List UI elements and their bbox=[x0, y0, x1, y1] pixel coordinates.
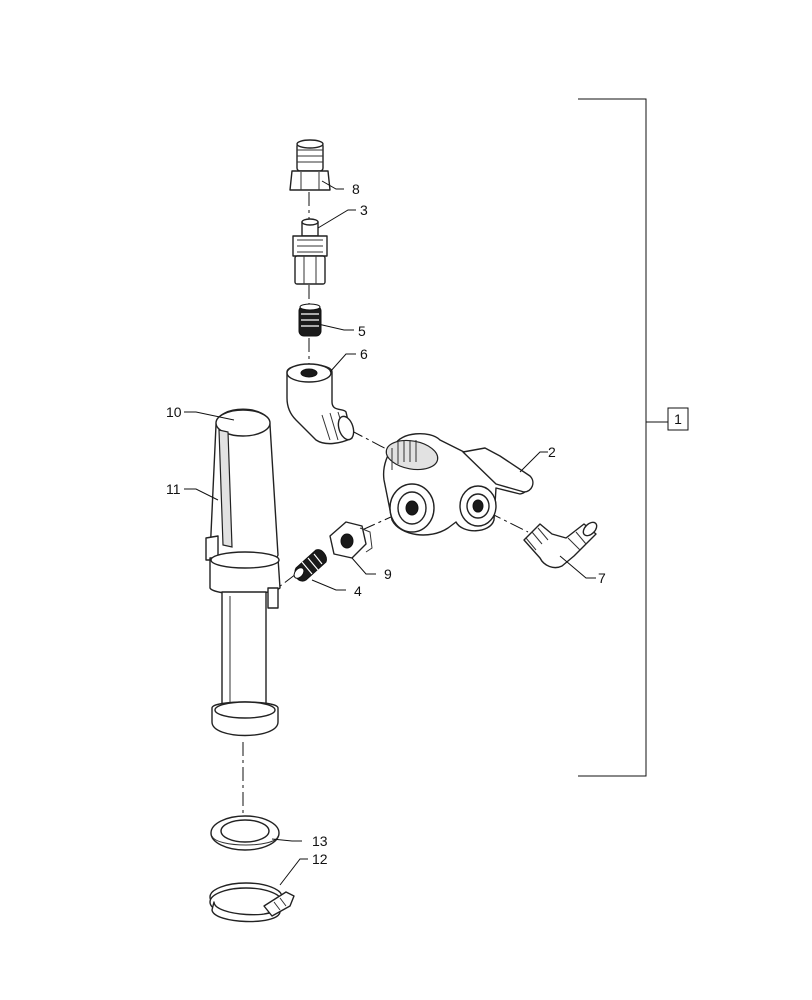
callout-13: 13 bbox=[312, 833, 328, 849]
elbow-6 bbox=[286, 363, 355, 445]
callout-7: 7 bbox=[598, 570, 606, 586]
callout-2: 2 bbox=[548, 444, 556, 460]
valve-2 bbox=[382, 433, 534, 536]
filter-housing-10-11 bbox=[205, 408, 281, 737]
callout-10: 10 bbox=[166, 404, 182, 420]
hex-bushing-9 bbox=[329, 521, 373, 559]
callout-labels: 8 3 5 6 2 7 4 9 10 11 13 12 bbox=[166, 181, 606, 867]
callout-6: 6 bbox=[360, 346, 368, 362]
nipple-4 bbox=[293, 549, 327, 582]
leader-lines bbox=[184, 180, 596, 886]
callout-box-1 bbox=[667, 407, 689, 431]
hose-clamp-12 bbox=[209, 882, 295, 923]
callout-8: 8 bbox=[352, 181, 360, 197]
callout-3: 3 bbox=[360, 202, 368, 218]
callout-1: 1 bbox=[674, 411, 682, 427]
callout-5: 5 bbox=[358, 323, 366, 339]
callout-11: 11 bbox=[166, 481, 181, 497]
callout-4: 4 bbox=[354, 583, 362, 599]
adapter-3 bbox=[292, 218, 328, 285]
hose-barb-elbow-7 bbox=[523, 521, 598, 569]
callout-12: 12 bbox=[312, 851, 328, 867]
fitting-8 bbox=[289, 139, 331, 191]
assembly-bracket: 1 bbox=[578, 98, 689, 777]
nipple-5 bbox=[298, 303, 322, 337]
callout-9: 9 bbox=[384, 566, 392, 582]
gasket-13 bbox=[210, 815, 280, 851]
